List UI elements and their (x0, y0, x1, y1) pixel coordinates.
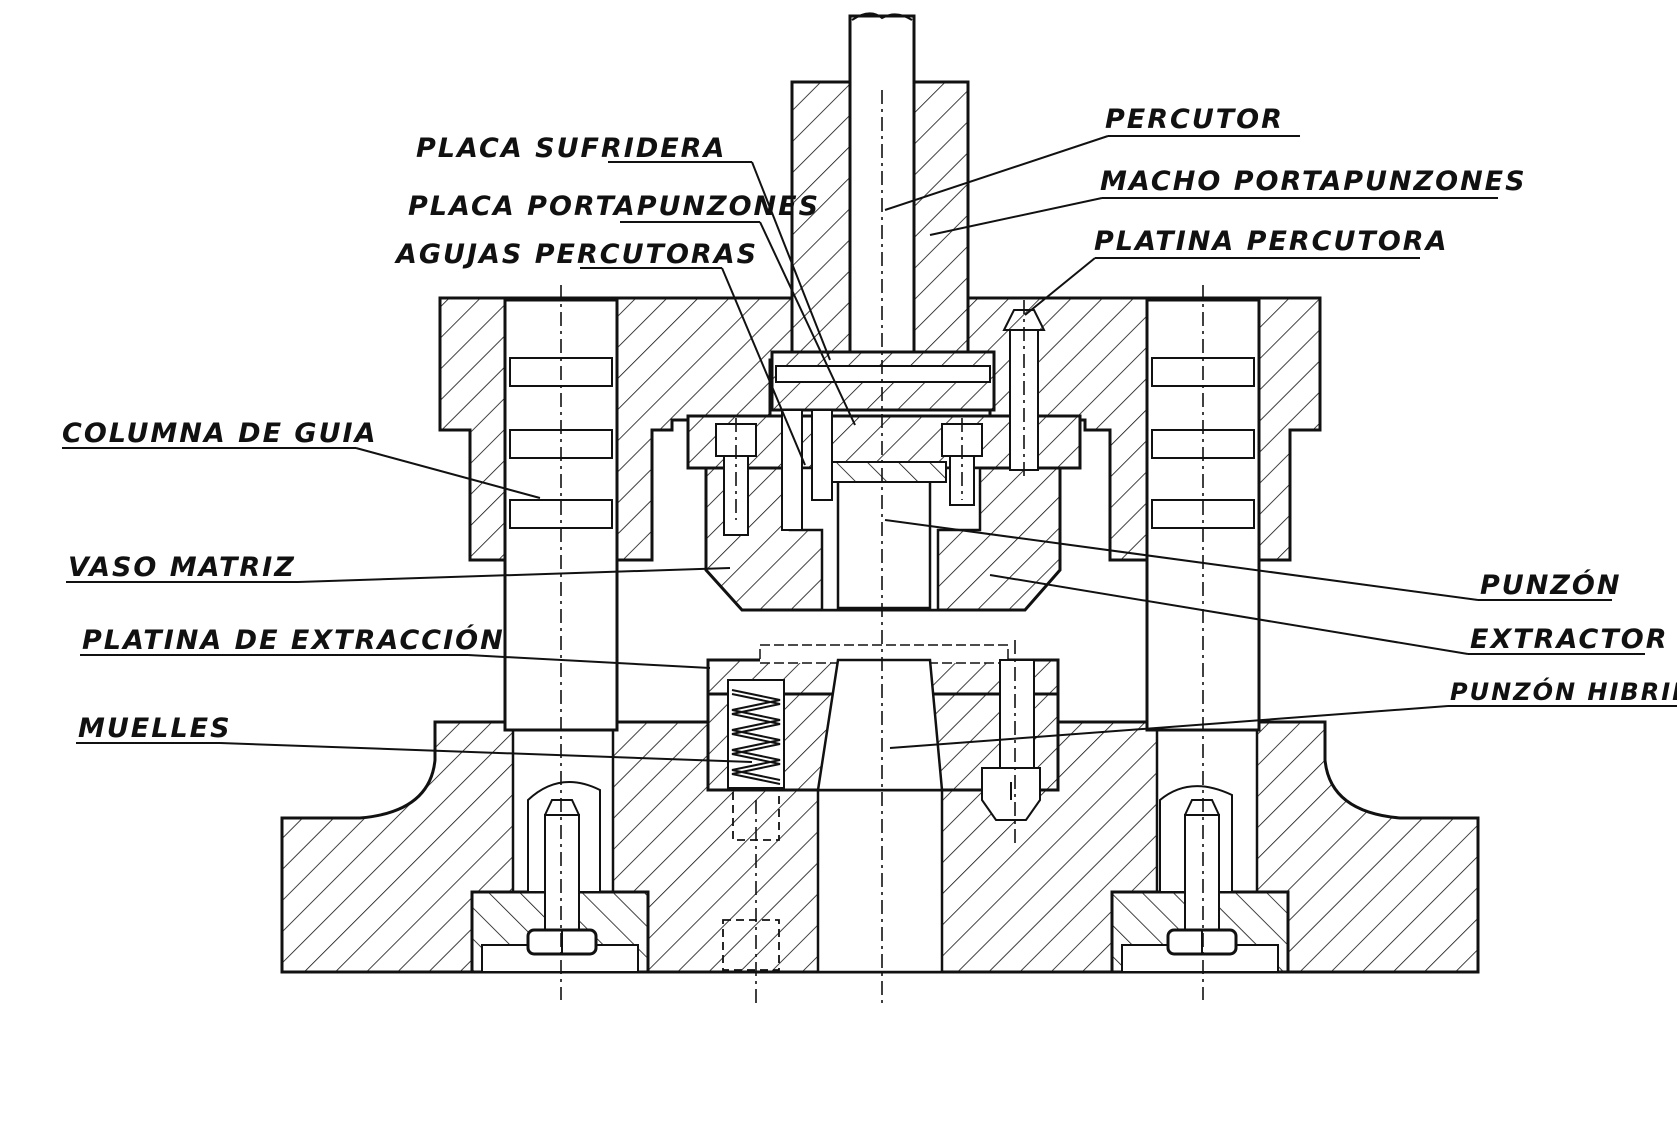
base-screws (526, 799, 1238, 956)
center-lines (560, 90, 1204, 1006)
placa-sufridera (770, 350, 996, 412)
extractor (706, 658, 1060, 792)
leader-lines (62, 135, 1677, 763)
label-muelles: MUELLES (78, 713, 232, 744)
label-extractor: EXTRACTOR (1470, 624, 1669, 655)
label-columna-de-guia: COLUMNA DE GUIA (62, 418, 377, 449)
label-macho-portapunzones: MACHO PORTAPUNZONES (1100, 166, 1527, 197)
punzon-hibrido (981, 659, 1041, 821)
label-placa-sufridera: PLACA SUFRIDERA (416, 133, 726, 164)
label-percutor: PERCUTOR (1105, 104, 1284, 135)
label-placa-portapunzones: PLACA PORTAPUNZONES (408, 191, 820, 222)
label-punzon-hibrido: PUNZÓN HIBRIDO (1450, 676, 1677, 706)
base-plate (280, 720, 1480, 974)
label-platina-percutora: PLATINA PERCUTORA (1094, 226, 1448, 257)
punzon (821, 461, 947, 610)
label-vaso-matriz: VASO MATRIZ (68, 552, 296, 583)
label-punzon: PUNZÓN (1480, 569, 1621, 601)
label-agujas-percutoras: AGUJAS PERCUTORAS (394, 239, 758, 270)
percutor-rod (848, 12, 916, 380)
label-platina-de-extraccion: PLATINA DE EXTRACCIÓN (82, 624, 505, 656)
part-labels: PLACA SUFRIDERA PLACA PORTAPUNZONES AGUJ… (62, 104, 1677, 744)
agujas-percutoras (781, 409, 833, 531)
